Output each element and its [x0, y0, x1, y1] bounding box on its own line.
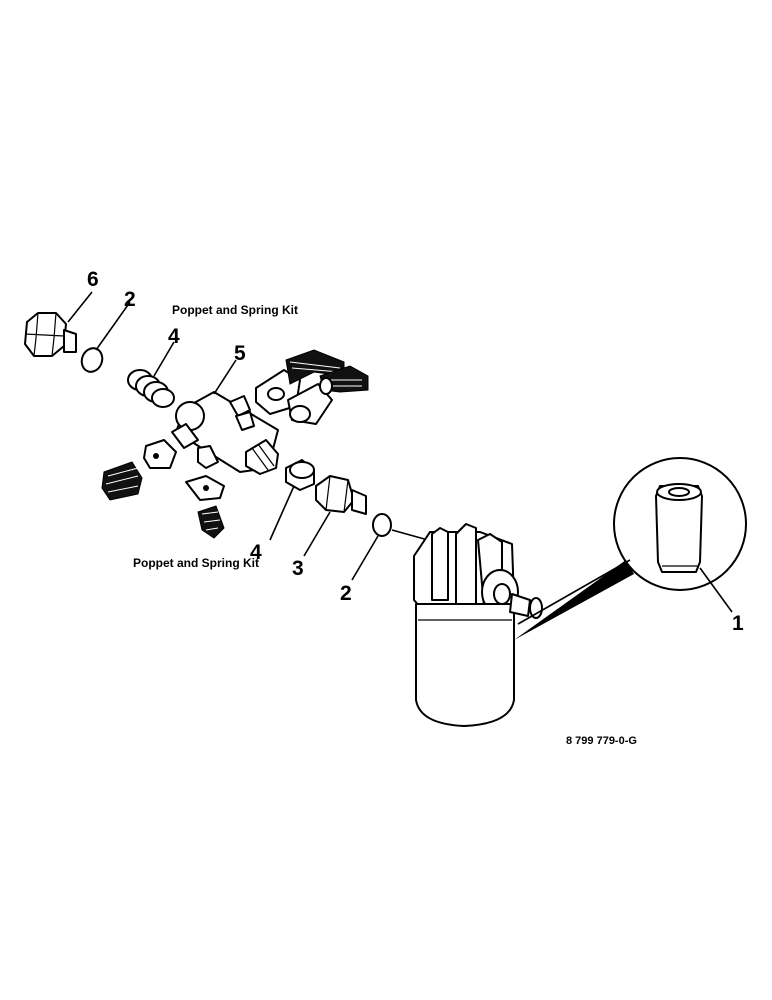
callout-2-top: 2 [124, 288, 136, 311]
callout-5: 5 [234, 342, 246, 365]
poppet-part [285, 459, 315, 491]
o-ring-part-lower [372, 513, 392, 537]
lower-poppet-kit-cluster [101, 439, 225, 539]
valve-body-part [171, 391, 279, 475]
hex-plug-part [24, 312, 77, 357]
drawing-code: 8 799 779-0-G [566, 735, 637, 747]
filter-element-detail [613, 457, 747, 591]
callout-6: 6 [87, 268, 99, 291]
kit-label-top: Poppet and Spring Kit [172, 303, 298, 317]
adapter-fitting-part [315, 475, 367, 515]
filter-assembly [413, 523, 543, 727]
detail-leader [514, 560, 634, 640]
callout-2-lower: 2 [340, 582, 352, 605]
callout-3: 3 [292, 557, 304, 580]
poppet-spring-part [127, 369, 175, 408]
o-ring-part [80, 347, 104, 373]
callout-4-top: 4 [168, 325, 180, 348]
upper-poppet-kit-cluster [255, 349, 369, 425]
callout-1: 1 [732, 612, 744, 635]
kit-label-bottom: Poppet and Spring Kit [133, 556, 259, 570]
callout-4-lower: 4 [250, 541, 262, 564]
assembly-axis-line [391, 529, 429, 541]
